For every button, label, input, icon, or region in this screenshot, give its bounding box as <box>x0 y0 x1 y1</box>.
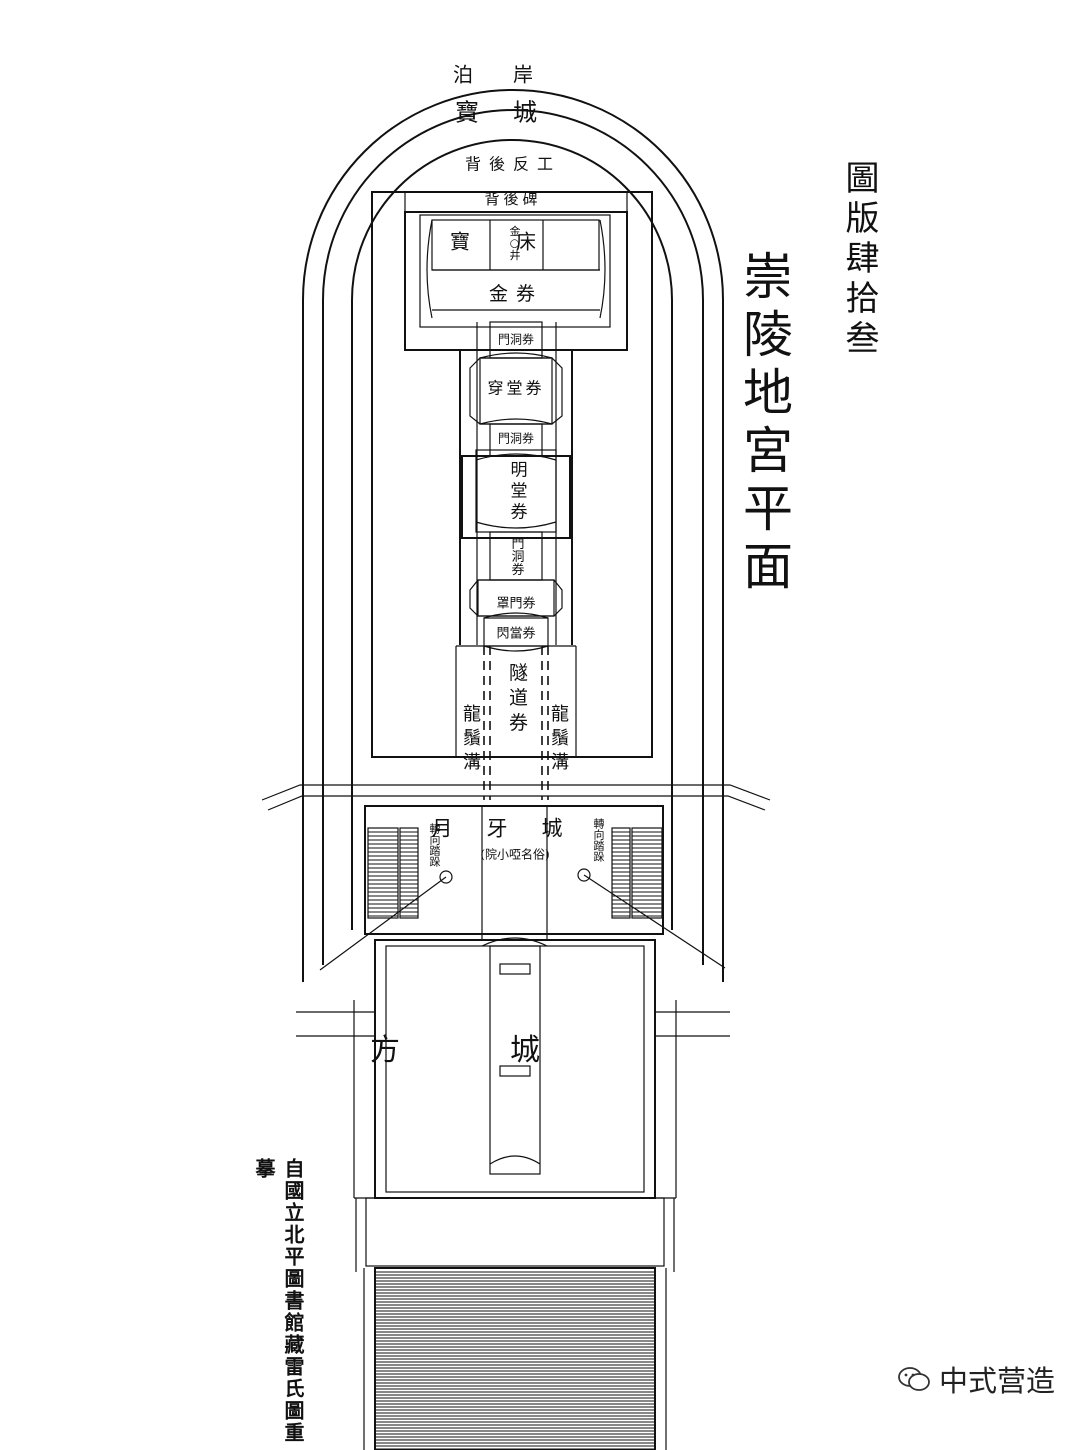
label-zhuan-xiang-left: 轉向踏跺 <box>428 823 441 867</box>
label-zhuan-xiang-right: 轉向踏跺 <box>592 818 605 862</box>
stairs-left <box>367 827 419 919</box>
label-men-dong-quan-3: 門洞券 <box>509 537 525 576</box>
label-bao-cheng: 寶城 <box>455 99 571 127</box>
label-chuan-tang-quan: 穿堂券 <box>487 379 544 398</box>
gold-vault-inner <box>419 214 611 328</box>
gold-vault-outer <box>404 211 628 351</box>
wechat-icon <box>898 1367 930 1391</box>
square-city-inner <box>385 945 645 1193</box>
label-yue-ya-note: (院小啞名俗) <box>480 847 549 862</box>
crescent-wall-line-2 <box>267 795 766 811</box>
label-bao-chuang: 寶床 <box>450 230 582 254</box>
crescent-courtyard <box>364 805 664 935</box>
watermark: 中式营造 <box>897 1358 1055 1400</box>
treasure-city-wall <box>322 109 704 965</box>
central-passage <box>489 945 541 1175</box>
label-zhao-men-quan: 罩門券 <box>496 596 535 612</box>
label-jin-quan: 金券 <box>489 283 543 305</box>
inner-wall <box>351 139 673 930</box>
drain-left <box>439 870 453 884</box>
label-sui-dao-quan: 隧道券 <box>506 662 528 737</box>
label-bei-hou-bei: 背後碑 <box>484 190 541 208</box>
label-men-dong-quan-2: 門洞券 <box>498 431 534 446</box>
label-ming-tang-quan: 明堂券 <box>507 461 528 524</box>
label-fang-cheng: 方城 <box>370 1033 650 1068</box>
label-bei-hou-fen-gong: 背後反工 <box>465 155 561 174</box>
drain-right <box>577 868 591 882</box>
label-bo-an: 泊岸 <box>453 63 573 87</box>
label-yue-ya-cheng: 月牙城 <box>432 817 597 841</box>
bright-hall-outer <box>461 455 571 539</box>
label-shan-men-quan: 閃當券 <box>496 626 535 642</box>
label-long-xu-gou-left: 龍鬚溝 <box>460 704 481 776</box>
main-title: 崇陵地宮平面 <box>735 250 793 598</box>
source-note: 自國立北平圖書館藏雷氏圖重摹 <box>252 1158 305 1444</box>
watermark-text: 中式营造 <box>939 1364 1056 1398</box>
outer-wall-bo-an <box>302 89 724 982</box>
front-platform <box>365 1197 665 1267</box>
label-men-dong-quan-1: 門洞券 <box>498 332 534 347</box>
crescent-wall-line <box>261 784 771 801</box>
label-long-xu-gou-right: 龍鬚溝 <box>548 704 569 776</box>
stairs-right <box>611 827 663 919</box>
label-jin-jing: 金○井 <box>508 224 521 261</box>
plate-label: 圖版肆拾叁 <box>839 160 879 360</box>
square-city <box>374 939 656 1199</box>
